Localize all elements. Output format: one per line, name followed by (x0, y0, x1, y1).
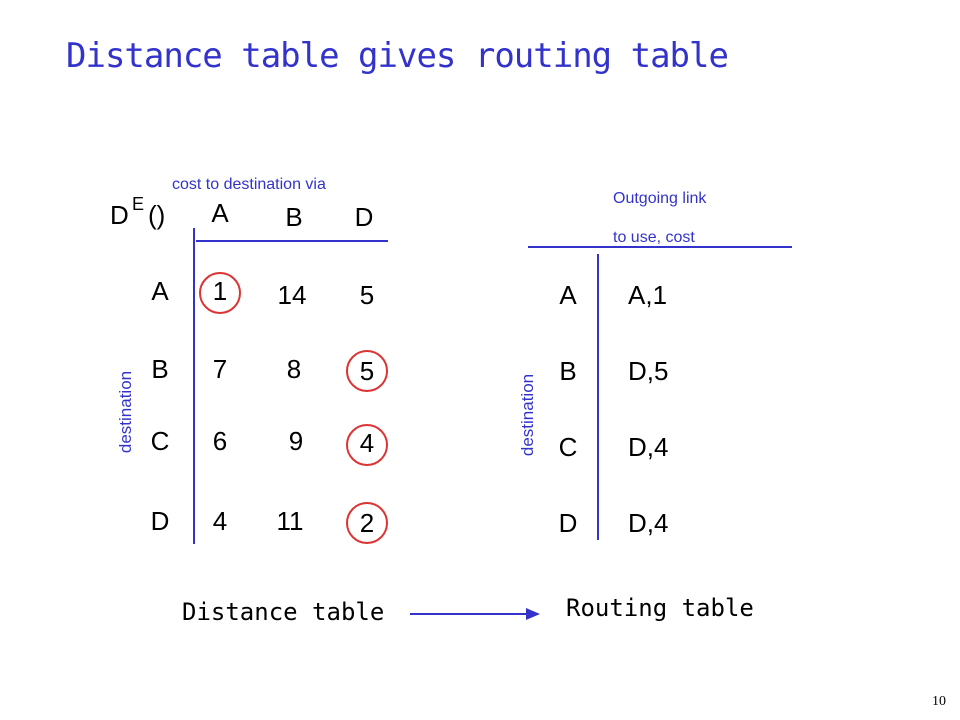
cell-c-via-a: 6 (212, 426, 228, 456)
dest-label-b: B (151, 354, 169, 384)
cell-a-via-d: 5 (359, 280, 375, 310)
routing-table-header-line (528, 246, 792, 248)
distance-table-header-paren: () (148, 200, 166, 230)
highlight-circle-c (346, 424, 388, 466)
via-header-d: D (354, 202, 374, 232)
distance-table-header-d: D (110, 200, 129, 230)
page-number: 10 (932, 694, 946, 709)
distance-table-header-superscript: E (132, 194, 145, 214)
distance-table-label: Distance table (182, 598, 385, 626)
cell-c-via-b: 9 (288, 426, 304, 456)
route-link-a: A,1 (628, 280, 668, 310)
cell-b-via-a: 7 (212, 354, 228, 384)
dest-label-d: D (150, 506, 170, 536)
route-dest-d: D (558, 508, 578, 538)
via-header-a: A (211, 198, 229, 228)
via-header-b: B (285, 202, 303, 232)
distance-table-axis-line (193, 228, 195, 544)
highlight-circle-d (346, 502, 388, 544)
highlight-circle-a (199, 272, 241, 314)
distance-table-caption: cost to destination via (172, 176, 326, 193)
route-link-b: D,5 (628, 356, 669, 386)
route-link-c: D,4 (628, 432, 669, 462)
cell-a-via-b: 14 (277, 280, 307, 310)
routing-table-axis-line (597, 254, 599, 540)
highlight-circle-b (346, 350, 388, 392)
routing-table-caption-line1: Outgoing link (613, 190, 707, 207)
arrow-head (526, 608, 540, 620)
route-link-d: D,4 (628, 508, 669, 538)
cell-d-via-a: 4 (212, 506, 228, 536)
slide-title: Distance table gives routing table (66, 36, 729, 76)
route-dest-c: C (558, 432, 578, 462)
cell-b-via-b: 8 (286, 354, 302, 384)
dest-label-a: A (151, 276, 169, 306)
route-dest-b: B (559, 356, 577, 386)
routing-table-caption-line2: to use, cost (613, 229, 695, 246)
routing-table-label: Routing table (566, 594, 754, 622)
dest-label-c: C (150, 426, 170, 456)
route-dest-a: A (559, 280, 577, 310)
distance-table-header-line (196, 240, 388, 242)
cell-d-via-b: 11 (276, 506, 304, 536)
